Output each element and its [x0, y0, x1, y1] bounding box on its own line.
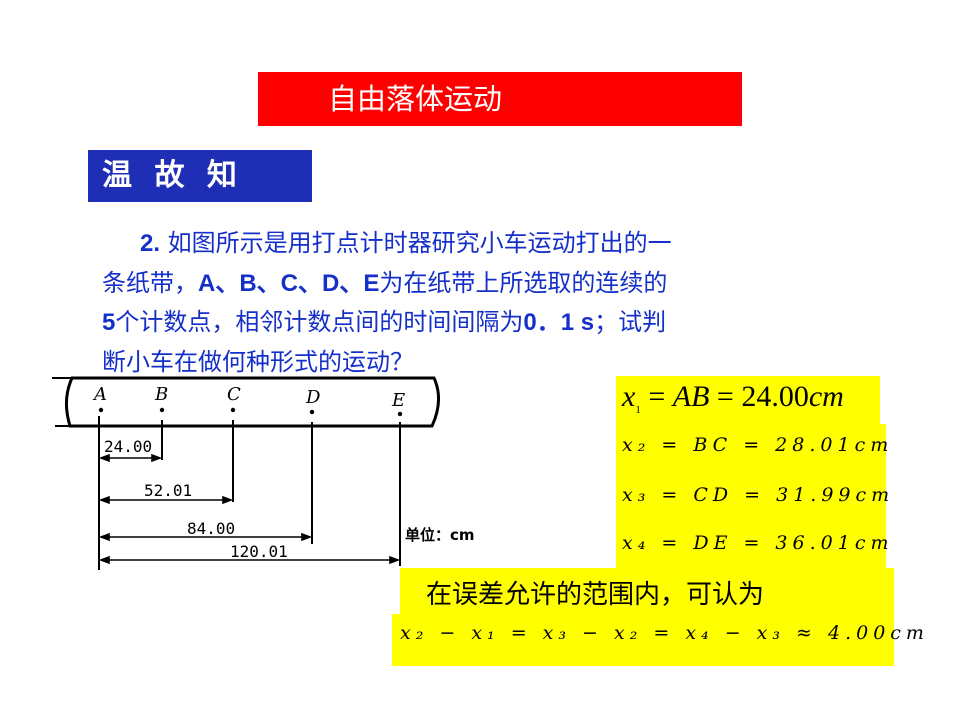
problem-line-3-post: ；试判 [594, 308, 667, 336]
dot-c [230, 407, 236, 413]
eqs-highlight [616, 424, 886, 570]
interval-value: 0．1 s [523, 309, 595, 336]
equation-x3: x₃ = CD = 31.99cm [622, 484, 895, 506]
dim-arrows-ac [98, 495, 234, 505]
point-label-a: A [92, 384, 107, 405]
paper-tape [65, 376, 440, 428]
dot-b [159, 407, 165, 413]
dim-arrows-ad [98, 532, 313, 542]
paper-tape-diagram: A B C D E 24.00 52.01 84.00 120.01 单位：cm [52, 376, 475, 570]
unit-label: 单位：cm [405, 526, 475, 544]
problem-line-2-pre: 条纸带， [102, 268, 198, 297]
dim-arrows-ab [98, 453, 163, 463]
conclusion-text: 在误差允许的范围内，可认为 [426, 580, 765, 610]
conclusion-highlight [400, 568, 894, 614]
point-label-e: E [391, 390, 405, 411]
problem-line-2: 条纸带，A、B、C、D、E为在纸带上所选取的连续的 [102, 264, 872, 304]
slide-title: 自由落体运动 [258, 72, 742, 126]
problem-number: 2. [140, 230, 161, 257]
equation-x4: x₄ = DE = 36.01cm [622, 532, 894, 554]
eq1-highlight [616, 376, 880, 424]
point-label-d: D [305, 387, 321, 408]
distance-ab: 24.00 [104, 437, 152, 456]
problem-line-1-text: 如图所示是用打点计时器研究小车运动打出的一 [167, 229, 672, 257]
distance-ae: 120.01 [230, 542, 288, 561]
point-count: 5 [102, 309, 116, 336]
distance-ac: 52.01 [144, 481, 192, 500]
point-label-b: B [154, 384, 168, 405]
dot-a [98, 407, 104, 413]
equation-x2: x₂ = BC = 28.01cm [622, 434, 894, 456]
final-equation: x₂ − x₁ = x₃ − x₂ = x₄ − x₃ ≈ 4.00cm [400, 622, 929, 644]
final-highlight [392, 614, 894, 666]
problem-line-3-mid: 个计数点，相邻计数点间的时间间隔为 [115, 308, 524, 336]
point-label-c: C [227, 384, 241, 405]
distance-ad: 84.00 [187, 519, 235, 538]
problem-line-4: 断小车在做何种形式的运动？ [102, 347, 414, 376]
problem-line-1: 2. 如图所示是用打点计时器研究小车运动打出的一 [102, 224, 872, 264]
problem-line-2-post: 为在纸带上所选取的连续的 [379, 268, 668, 297]
problem-line-3: 5个计数点，相邻计数点间的时间间隔为0．1 s；试判 [102, 303, 872, 343]
point-names: A、B、C、D、E [198, 269, 380, 297]
section-label: 温 故 知 新： [88, 150, 312, 245]
equation-x1: x1 = AB = 24.00cm [622, 380, 844, 416]
dim-arrows-ae [98, 555, 401, 565]
problem-text: 2. 如图所示是用打点计时器研究小车运动打出的一 条纸带，A、B、C、D、E为在… [102, 224, 872, 381]
dot-d [309, 409, 315, 415]
dot-e [397, 411, 403, 417]
